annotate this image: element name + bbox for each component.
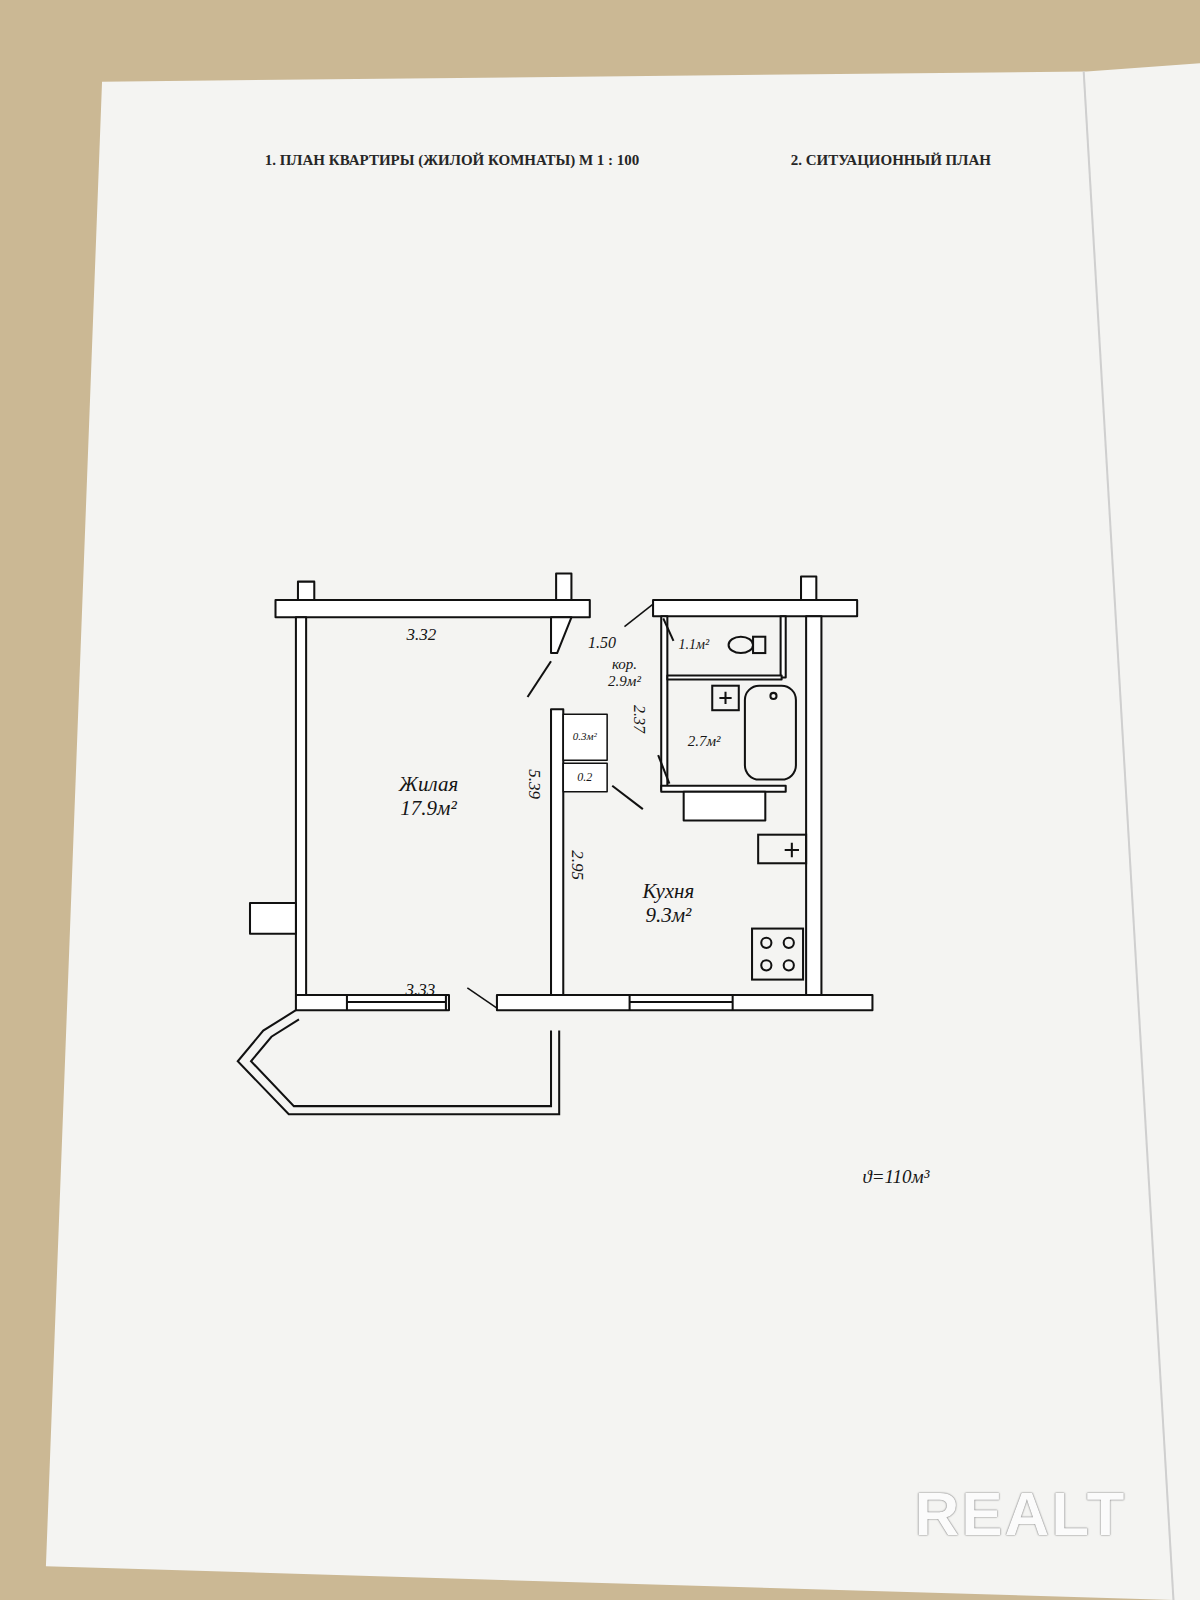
room-area: кор.2.9м²	[607, 655, 642, 692]
window	[630, 1001, 733, 1003]
bathtub-drain	[770, 693, 776, 699]
wall	[276, 600, 590, 617]
room-area: 0.3м²	[563, 729, 606, 744]
wall	[801, 577, 816, 600]
bathtub	[745, 686, 796, 780]
dimension: 3.33	[406, 980, 436, 999]
room-area: 1.1м²	[678, 636, 711, 654]
washbasin	[712, 686, 739, 710]
room-text: Жилая	[399, 772, 458, 796]
paper-fold	[1084, 71, 1174, 1600]
partition	[781, 616, 786, 677]
wall	[296, 617, 306, 995]
sheet-heading: 1. ПЛАН КВАРТИРЫ (ЖИЛОЙ КОМНАТЫ) М 1 : 1…	[265, 152, 640, 169]
door-line	[663, 618, 673, 640]
wall	[556, 573, 571, 600]
cabinet	[684, 792, 766, 821]
door-line	[612, 786, 643, 809]
dimension: 3.32	[407, 625, 437, 644]
leader-line	[467, 988, 497, 1008]
leader-line	[624, 604, 653, 626]
volume-note: ϑ=110м³	[862, 1166, 929, 1187]
room-area: Кухня9.3м²	[642, 878, 696, 928]
room-text: 0.2	[577, 771, 592, 785]
door-line	[658, 755, 669, 784]
wall	[551, 617, 571, 653]
burner	[784, 960, 794, 970]
burner	[761, 960, 771, 970]
room-text: 0.3м²	[573, 730, 597, 743]
door-line	[528, 661, 551, 697]
wall	[497, 995, 873, 1010]
kitchen-sink	[758, 835, 806, 864]
sheet-heading: 2. СИТУАЦИОННЫЙ ПЛАН	[791, 152, 991, 169]
washbasin-tap	[719, 692, 731, 704]
room-text: Кухня	[643, 879, 695, 903]
wall	[653, 600, 857, 616]
wall	[298, 582, 314, 600]
room-text: 17.9м²	[400, 796, 456, 820]
toilet	[753, 637, 765, 653]
window	[347, 1001, 446, 1003]
room-text: 2.9м²	[608, 673, 641, 690]
wall	[551, 709, 563, 995]
balcony	[251, 1019, 551, 1106]
partition	[667, 676, 781, 680]
window	[445, 995, 447, 1010]
room-area: 0.2	[576, 770, 593, 786]
burner	[761, 938, 771, 948]
wall	[806, 616, 821, 995]
kitchen-tap	[785, 843, 799, 857]
dimension: 1.50	[588, 634, 616, 652]
watermark: REALT	[914, 1480, 1126, 1548]
dimension: 5.39	[524, 769, 543, 799]
dimension: 2.95	[567, 850, 586, 880]
balcony	[238, 1010, 559, 1114]
room-text: 1.1м²	[679, 637, 710, 653]
closet	[563, 763, 607, 792]
window	[629, 995, 631, 1010]
burner	[784, 938, 794, 948]
closet	[563, 714, 607, 760]
room-text: 9.3м²	[645, 903, 691, 927]
toilet	[729, 637, 753, 653]
room-text: кор.	[612, 656, 637, 673]
wall	[250, 903, 296, 934]
room-area: 2.7м²	[687, 732, 722, 751]
stove	[752, 929, 803, 980]
window	[346, 995, 348, 1010]
room-text: 2.7м²	[688, 733, 721, 750]
room-area: Жилая17.9м²	[398, 771, 459, 821]
window	[732, 995, 734, 1010]
dimension: 2.37	[630, 705, 648, 733]
paper-sheet	[46, 63, 1200, 1600]
